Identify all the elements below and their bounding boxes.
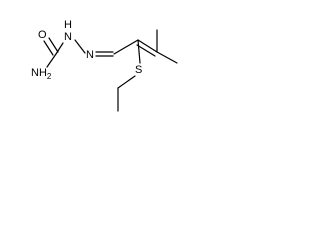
bond-carbonyl-double-a (43, 40, 54, 56)
atom-n-imine: N (86, 49, 94, 61)
bond-c2-c3-double-b (136, 44, 156, 57)
bond-c-nh (55, 42, 64, 55)
chemical-structure: O NH2 N H N S (31, 19, 178, 112)
atom-oxygen: O (38, 29, 47, 41)
bond-c2-c3-double-a (137, 39, 158, 53)
bond-s-ch2 (117, 75, 136, 89)
bond-nh-n (74, 39, 86, 54)
bond-c3-methyl-right (156, 51, 178, 64)
atom-sulfur: S (135, 64, 142, 76)
atom-nh2: NH2 (31, 67, 52, 81)
atom-nh-hydrazine: N (64, 31, 72, 43)
bond-c-nh2 (46, 53, 57, 68)
bond-c2-s (137, 39, 141, 64)
bond-carbonyl-double-b (48, 37, 59, 53)
bond-ch-c2 (113, 39, 139, 55)
bonds (43, 29, 178, 112)
atom-nh-hydrogen: H (64, 19, 72, 31)
